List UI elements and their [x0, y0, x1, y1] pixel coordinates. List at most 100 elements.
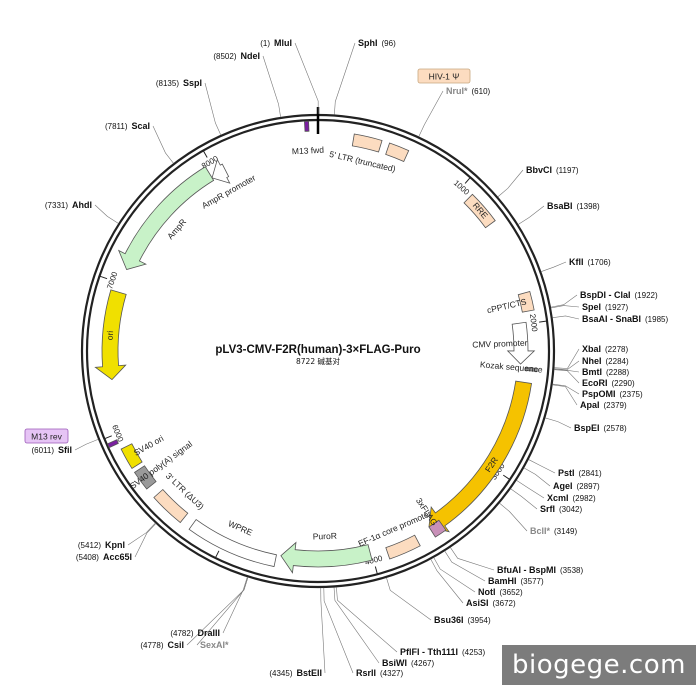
feature-rre — [463, 193, 496, 229]
site-label: NruI*(610) — [446, 86, 491, 96]
site-label: (4782)DraIII — [170, 628, 220, 638]
site-label: SphI(96) — [358, 38, 396, 48]
site-label: XbaI(2278) — [582, 344, 628, 354]
site-position: (3149) — [554, 527, 577, 536]
site-apai: ApaI (2379) — [552, 384, 627, 410]
site-name: SphI — [358, 38, 378, 48]
site-name: BclI* — [530, 526, 551, 536]
site-label: ApaI (2379) — [580, 400, 627, 410]
site-leader — [444, 551, 486, 582]
site-position: (1) — [260, 39, 270, 48]
site-name: SspI — [183, 78, 202, 88]
site-position: (2290) — [612, 379, 635, 388]
site-leader — [386, 577, 432, 621]
feature-hiv-1 — [385, 142, 410, 163]
feature-label-box: M13 rev — [24, 428, 69, 444]
feature-ef-1-core-promoter — [385, 534, 421, 560]
site-label: (6011)SfiI — [31, 445, 72, 455]
site-bmti: BmtI(2288) — [554, 367, 629, 377]
site-bsu36i: Bsu36I(3954) — [386, 577, 491, 625]
feature-ampr-promoter — [211, 158, 231, 184]
feature-f2r — [428, 380, 533, 533]
feature-label: ori — [104, 330, 115, 340]
site-leader — [554, 348, 580, 369]
site-label: BmtI(2288) — [582, 367, 629, 377]
tick-mark — [539, 320, 548, 323]
site-position: (1985) — [645, 315, 668, 324]
site-name: BspDI - ClaI — [580, 290, 631, 300]
site-position: (2982) — [573, 494, 596, 503]
site-name: EcoRI — [582, 378, 608, 388]
site-kfli: KflI(1706) — [541, 257, 611, 272]
site-leader — [333, 587, 380, 664]
tick-label: 2000 — [528, 313, 539, 332]
feature-label: Kozak sequence — [480, 359, 544, 374]
site-position: (2278) — [605, 345, 628, 354]
site-position: (4778) — [140, 641, 163, 650]
tick-mark — [99, 275, 108, 280]
site-label: XcmI(2982) — [547, 493, 596, 503]
site-label: KflI(1706) — [569, 257, 611, 267]
site-position: (4782) — [170, 629, 193, 638]
site-leader — [334, 42, 356, 115]
site-name: ApaI — [580, 400, 600, 410]
site-position: (7331) — [45, 201, 68, 210]
site-leader — [196, 577, 249, 646]
site-label: (8502)NdeI — [213, 51, 260, 61]
feature-5-ltr-truncated — [351, 133, 383, 153]
site-position: (2379) — [604, 401, 627, 410]
site-position: (4267) — [411, 659, 434, 668]
site-label: (1)MluI — [260, 38, 292, 48]
site-label: (4778) CsiI — [140, 640, 184, 650]
site-label: (7811)ScaI — [105, 121, 150, 131]
site-position: (1197) — [556, 166, 579, 175]
site-name: PspOMI — [582, 389, 616, 399]
site-name: AgeI — [553, 481, 573, 491]
site-label: BbvCI(1197) — [526, 165, 579, 175]
site-label: BsaAI - SnaBI (1985) — [582, 314, 668, 324]
tick-label: 1000 — [452, 178, 472, 197]
site-leader — [323, 587, 354, 674]
map-subtitle: 8722 碱基对 — [296, 356, 340, 366]
site-srfi: SrfI(3042) — [510, 488, 582, 514]
site-xbai: XbaI(2278) — [554, 344, 628, 369]
site-label: SrfI(3042) — [540, 504, 582, 514]
feature-3xflag — [428, 519, 447, 538]
feature-puror — [280, 541, 373, 574]
map-title: pLV3-CMV-F2R(human)-3×FLAG-Puro — [215, 344, 420, 356]
site-name: BsaBI — [547, 201, 573, 211]
site-leader — [262, 55, 281, 118]
site-name: BamHI — [488, 576, 517, 586]
site-name: CsiI — [167, 640, 184, 650]
site-agei: AgeI(2897) — [523, 467, 600, 491]
site-label: NheI(2284) — [582, 356, 629, 366]
site-name: BsaAI - SnaBI — [582, 314, 641, 324]
site-sfii: (6011)SfiI — [31, 439, 99, 455]
site-position: (2284) — [606, 357, 629, 366]
site-position: (6011) — [31, 446, 54, 455]
feature-label: CMV promoter — [472, 338, 528, 350]
site-leader — [94, 204, 119, 224]
site-leader — [336, 587, 398, 653]
site-name: NotI — [478, 587, 496, 597]
site-bamhi: BamHI(3577) — [444, 551, 544, 586]
site-bbvci: BbvCI(1197) — [497, 165, 579, 198]
site-bsteii: (4345)BstEII — [269, 587, 326, 678]
site-pspomi: PspOMI (2375) — [552, 383, 643, 399]
site-label: (5408)Acc65I — [76, 552, 132, 562]
site-bspdi-clai: BspDI - ClaI(1922) — [550, 290, 658, 308]
site-leader — [541, 261, 567, 272]
site-position: (2288) — [606, 368, 629, 377]
site-leader — [430, 559, 464, 604]
feature-ori — [94, 289, 127, 381]
site-name: ScaI — [131, 121, 150, 131]
tick-mark — [502, 474, 511, 481]
site-name: Bsu36I — [434, 615, 464, 625]
site-label: (4345)BstEII — [269, 668, 322, 678]
site-label: PspOMI (2375) — [582, 389, 643, 399]
site-position: (2375) — [620, 390, 643, 399]
site-name: AhdI — [72, 200, 92, 210]
site-position: (3538) — [560, 566, 583, 575]
